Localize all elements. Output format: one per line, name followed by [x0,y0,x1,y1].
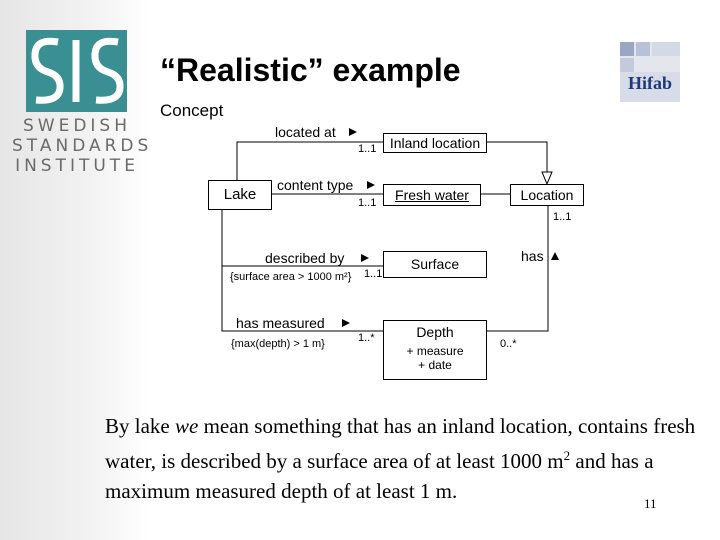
caption-text: and has a maximum measured depth of at l… [105,449,654,503]
caption-text: By lake [105,414,175,438]
generalization-arrowhead [541,171,553,186]
sis-logo-glyphs [31,37,124,104]
association-label-content-type: content type [277,177,354,193]
association-line-located-at [236,141,383,180]
association-line-has [487,205,549,332]
multiplicity-label: 1..1 [358,143,377,155]
multiplicity-label: 0..* [500,338,517,350]
multiplicity-label: 1..1 [358,197,377,209]
class-location: Location [510,184,584,206]
sis-logo-line: SWEDISH [22,116,132,136]
multiplicity-label: 1..* [358,332,375,344]
multiplicity-label: 1..1 [553,211,572,223]
hifab-logo: Hifab [620,42,680,102]
caption-emphasis: we [174,414,199,438]
caption-text: mean something that has an inland locati… [105,414,696,473]
class-fresh-water: Fresh water [383,184,481,206]
hifab-logo-text: Hifab [628,73,672,93]
constraint-depth: {max(depth) > 1 m} [231,338,325,350]
definition-caption: By lake we mean something that has an in… [105,411,705,506]
class-depth-name: Depth [416,324,454,340]
sis-logo-line: STANDARDS [12,136,153,156]
generalization-line-inland [487,141,548,172]
direction-arrow-described-by [361,254,369,262]
class-depth: Depth + measure + date [383,320,487,380]
class-inland-location: Inland location [383,133,487,153]
class-surface: Surface [383,251,487,278]
direction-arrow-has-measured [342,319,350,327]
association-line-has-measured [221,210,383,332]
class-lake: Lake [208,180,272,210]
slide-title: “Realistic” example [160,52,461,88]
sis-logo-mark [26,30,127,112]
sis-logo-line: INSTITUTE [15,156,139,176]
slide-subtitle: Concept [160,101,224,120]
association-label-described-by: described by [265,250,345,266]
direction-arrow-has [551,252,559,260]
class-depth-attribute: + date [418,358,452,372]
class-depth-attribute: + measure [406,344,464,358]
association-label-located-at: located at [275,124,336,140]
sis-logo: SWEDISH STANDARDS INSTITUTE [12,28,153,188]
multiplicity-label: 1..1 [364,268,383,280]
page-number: 11 [644,496,657,511]
direction-arrow-located-at [349,128,357,136]
association-label-has-measured: has measured [236,315,325,331]
caption-superscript: 2 [563,448,571,463]
sis-logo-wordmark: SWEDISH STANDARDS INSTITUTE [12,116,153,176]
constraint-surface: {surface area > 1000 m²} [230,271,352,283]
direction-arrow-content-type [367,181,375,189]
association-label-has: has [521,248,544,264]
